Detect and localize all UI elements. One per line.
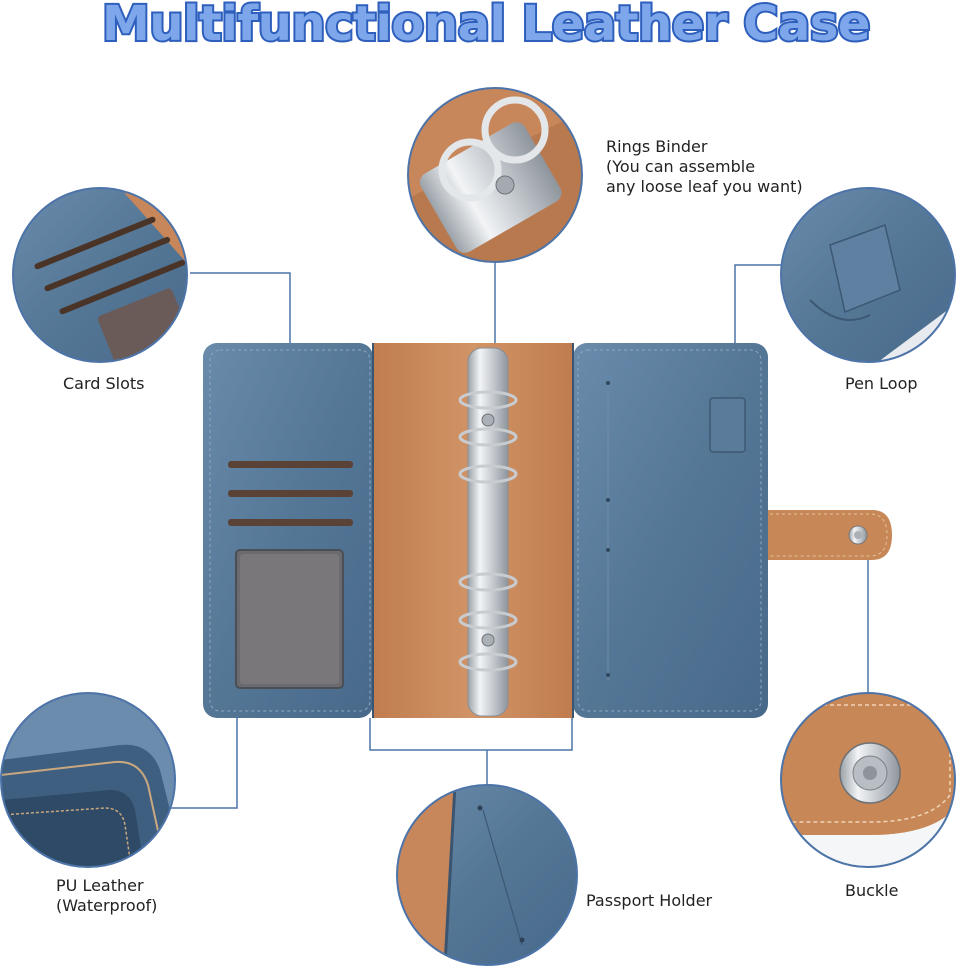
label-buckle: Buckle: [845, 881, 899, 900]
label-rings-binder: Rings Binder (You can assemble any loose…: [606, 137, 803, 197]
label-rings-binder-line1: Rings Binder: [606, 137, 708, 156]
label-card-slots: Card Slots: [63, 374, 145, 393]
binder-main: [203, 343, 892, 718]
pu-leather-photo: [0, 692, 176, 868]
pen-loop-photo: [780, 187, 956, 363]
label-pu-leather: PU Leather (Waterproof): [56, 876, 157, 916]
label-rings-binder-line3: any loose leaf you want): [606, 177, 803, 196]
rings-binder-photo: [407, 87, 583, 263]
label-passport-holder: Passport Holder: [586, 891, 713, 910]
label-pen-loop: Pen Loop: [845, 374, 918, 393]
label-rings-binder-line2: (You can assemble: [606, 157, 756, 176]
card-slots-photo: [12, 187, 188, 363]
page-title: Multifunctional Leather Case: [100, 0, 872, 54]
buckle-photo: [780, 692, 956, 868]
passport-holder-photo: [396, 784, 578, 966]
label-pu-leather-line1: PU Leather: [56, 876, 144, 895]
label-pu-leather-line2: (Waterproof): [56, 896, 158, 915]
